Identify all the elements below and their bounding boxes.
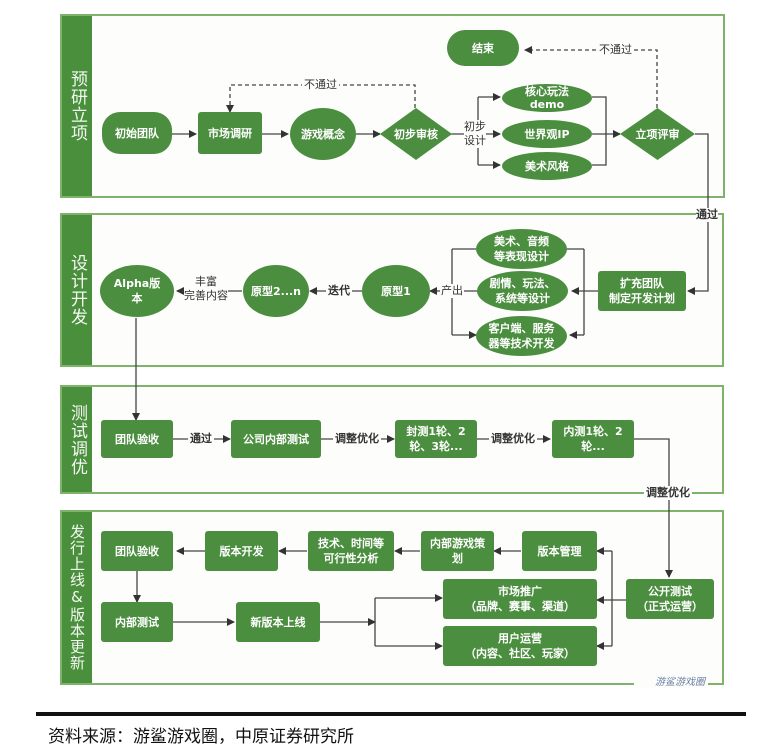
node-label: 公开测试 （正式运营） bbox=[637, 585, 703, 613]
node-label: 市场推广 （品牌、赛事、渠道） bbox=[465, 585, 575, 613]
node-internal-game-planning: 内部游戏策 划 bbox=[421, 531, 494, 571]
section-label: 设计开发 bbox=[67, 254, 87, 326]
node-initial-team: 初始团队 bbox=[102, 112, 172, 154]
node-preliminary-review: 初步审核 bbox=[380, 108, 452, 160]
node-label: 市场调研 bbox=[208, 126, 252, 140]
node-user-operations: 用户运营 （内容、社区、玩家） bbox=[443, 626, 597, 666]
source-note: 资料来源：游鲨游戏圈，中原证券研究所 bbox=[48, 727, 354, 747]
node-company-internal-test: 公司内部测试 bbox=[231, 420, 321, 458]
edge-label-pass: 通过 bbox=[696, 208, 718, 222]
logo-text: 游鲨游戏圈 bbox=[655, 677, 705, 688]
edge-label-output: 产出 bbox=[440, 284, 464, 298]
section-label-bar: 发行上线&版本更新 bbox=[62, 512, 92, 683]
node-label: 封测1轮、2 轮、3轮... bbox=[406, 425, 466, 453]
logo: 游鲨游戏圈 bbox=[634, 673, 708, 688]
node-market-research: 市场调研 bbox=[198, 112, 262, 154]
node-label: 核心玩法 demo bbox=[525, 85, 569, 111]
node-label: 初始团队 bbox=[115, 126, 159, 140]
node-art-audio-design: 美术、音频 等表现设计 bbox=[476, 229, 567, 269]
node-label: Alpha版 本 bbox=[113, 277, 161, 305]
node-label: 用户运营 （内容、社区、玩家） bbox=[465, 632, 575, 660]
node-prototype-1: 原型1 bbox=[362, 265, 430, 317]
node-label: 美术、音频 等表现设计 bbox=[494, 235, 549, 263]
node-expand-team: 扩充团队 制定开发计划 bbox=[598, 271, 686, 311]
node-team-acceptance-2: 团队验收 bbox=[101, 531, 173, 571]
node-label: 团队验收 bbox=[115, 544, 159, 558]
node-label: 内部测试 bbox=[115, 615, 159, 629]
node-label: 结束 bbox=[472, 41, 494, 55]
node-label: 内部游戏策 划 bbox=[430, 537, 485, 565]
node-feasibility-analysis: 技术、时间等 可行性分析 bbox=[308, 531, 394, 571]
section-label-bar: 预研立项 bbox=[62, 16, 92, 196]
node-game-concept: 游戏概念 bbox=[290, 108, 356, 160]
node-new-version-launch: 新版本上线 bbox=[236, 602, 320, 642]
node-label: 美术风格 bbox=[525, 159, 569, 173]
node-label: 原型1 bbox=[381, 284, 411, 298]
node-label: 公司内部测试 bbox=[243, 432, 309, 446]
node-label: 内测1轮、2 轮... bbox=[563, 425, 623, 453]
node-label: 版本管理 bbox=[537, 544, 582, 558]
node-marketing: 市场推广 （品牌、赛事、渠道） bbox=[443, 579, 597, 619]
node-alpha-version: Alpha版 本 bbox=[100, 265, 174, 317]
edge-label-enrich: 丰富 完善内容 bbox=[184, 275, 228, 303]
node-inner-beta: 内测1轮、2 轮... bbox=[552, 420, 634, 458]
section-label: 发行上线&版本更新 bbox=[68, 524, 86, 671]
node-internal-test: 内部测试 bbox=[101, 602, 173, 642]
edge-label-fail: 不通过 bbox=[302, 78, 339, 92]
section-label-bar: 设计开发 bbox=[62, 215, 92, 365]
section-label: 测试调优 bbox=[67, 403, 87, 476]
node-project-review: 立项评审 bbox=[620, 108, 695, 160]
section-label-bar: 测试调优 bbox=[62, 387, 92, 492]
node-label: 新版本上线 bbox=[250, 615, 306, 629]
node-label: 客户端、服务 器等技术开发 bbox=[488, 322, 555, 350]
node-version-management: 版本管理 bbox=[522, 531, 597, 571]
node-label: 技术、时间等 可行性分析 bbox=[318, 537, 384, 565]
node-label: 游戏概念 bbox=[301, 127, 345, 141]
edge-label-iterate: 迭代 bbox=[326, 284, 352, 298]
node-open-beta: 公开测试 （正式运营） bbox=[626, 579, 714, 619]
section-label: 预研立项 bbox=[67, 70, 87, 142]
node-end: 结束 bbox=[447, 30, 519, 66]
logo-globe-icon bbox=[637, 674, 651, 688]
edge-label-optimize: 调整优化 bbox=[489, 432, 537, 446]
node-label: 初步审核 bbox=[394, 127, 438, 141]
node-prototype-2-n: 原型2...n bbox=[243, 265, 309, 317]
node-version-dev: 版本开发 bbox=[205, 531, 278, 571]
node-core-gameplay-demo: 核心玩法 demo bbox=[502, 84, 592, 112]
edge-label-preliminary-design: 初步 设计 bbox=[464, 120, 486, 148]
footer-divider bbox=[36, 712, 746, 716]
node-worldview-ip: 世界观IP bbox=[502, 120, 592, 148]
node-label: 剧情、玩法、 系统等设计 bbox=[489, 277, 556, 305]
node-label: 团队验收 bbox=[115, 432, 159, 446]
edge-dashed bbox=[524, 46, 658, 108]
edge-label-fail: 不通过 bbox=[597, 43, 634, 57]
edge-label-pass: 通过 bbox=[188, 432, 214, 446]
node-label: 世界观IP bbox=[524, 127, 570, 141]
edge-label-optimize: 调整优化 bbox=[333, 432, 381, 446]
edge bbox=[592, 96, 607, 166]
node-label: 扩充团队 制定开发计划 bbox=[609, 277, 675, 305]
node-label: 立项评审 bbox=[635, 127, 680, 141]
node-art-style: 美术风格 bbox=[502, 152, 592, 180]
node-team-acceptance: 团队验收 bbox=[101, 420, 173, 458]
node-closed-beta: 封测1轮、2 轮、3轮... bbox=[395, 420, 477, 458]
node-label: 版本开发 bbox=[219, 544, 264, 558]
edge bbox=[634, 438, 673, 578]
node-client-server-dev: 客户端、服务 器等技术开发 bbox=[476, 316, 567, 356]
node-label: 原型2...n bbox=[250, 284, 302, 298]
node-story-gameplay-design: 剧情、玩法、 系统等设计 bbox=[477, 271, 568, 311]
edge-label-optimize: 调整优化 bbox=[644, 486, 692, 500]
